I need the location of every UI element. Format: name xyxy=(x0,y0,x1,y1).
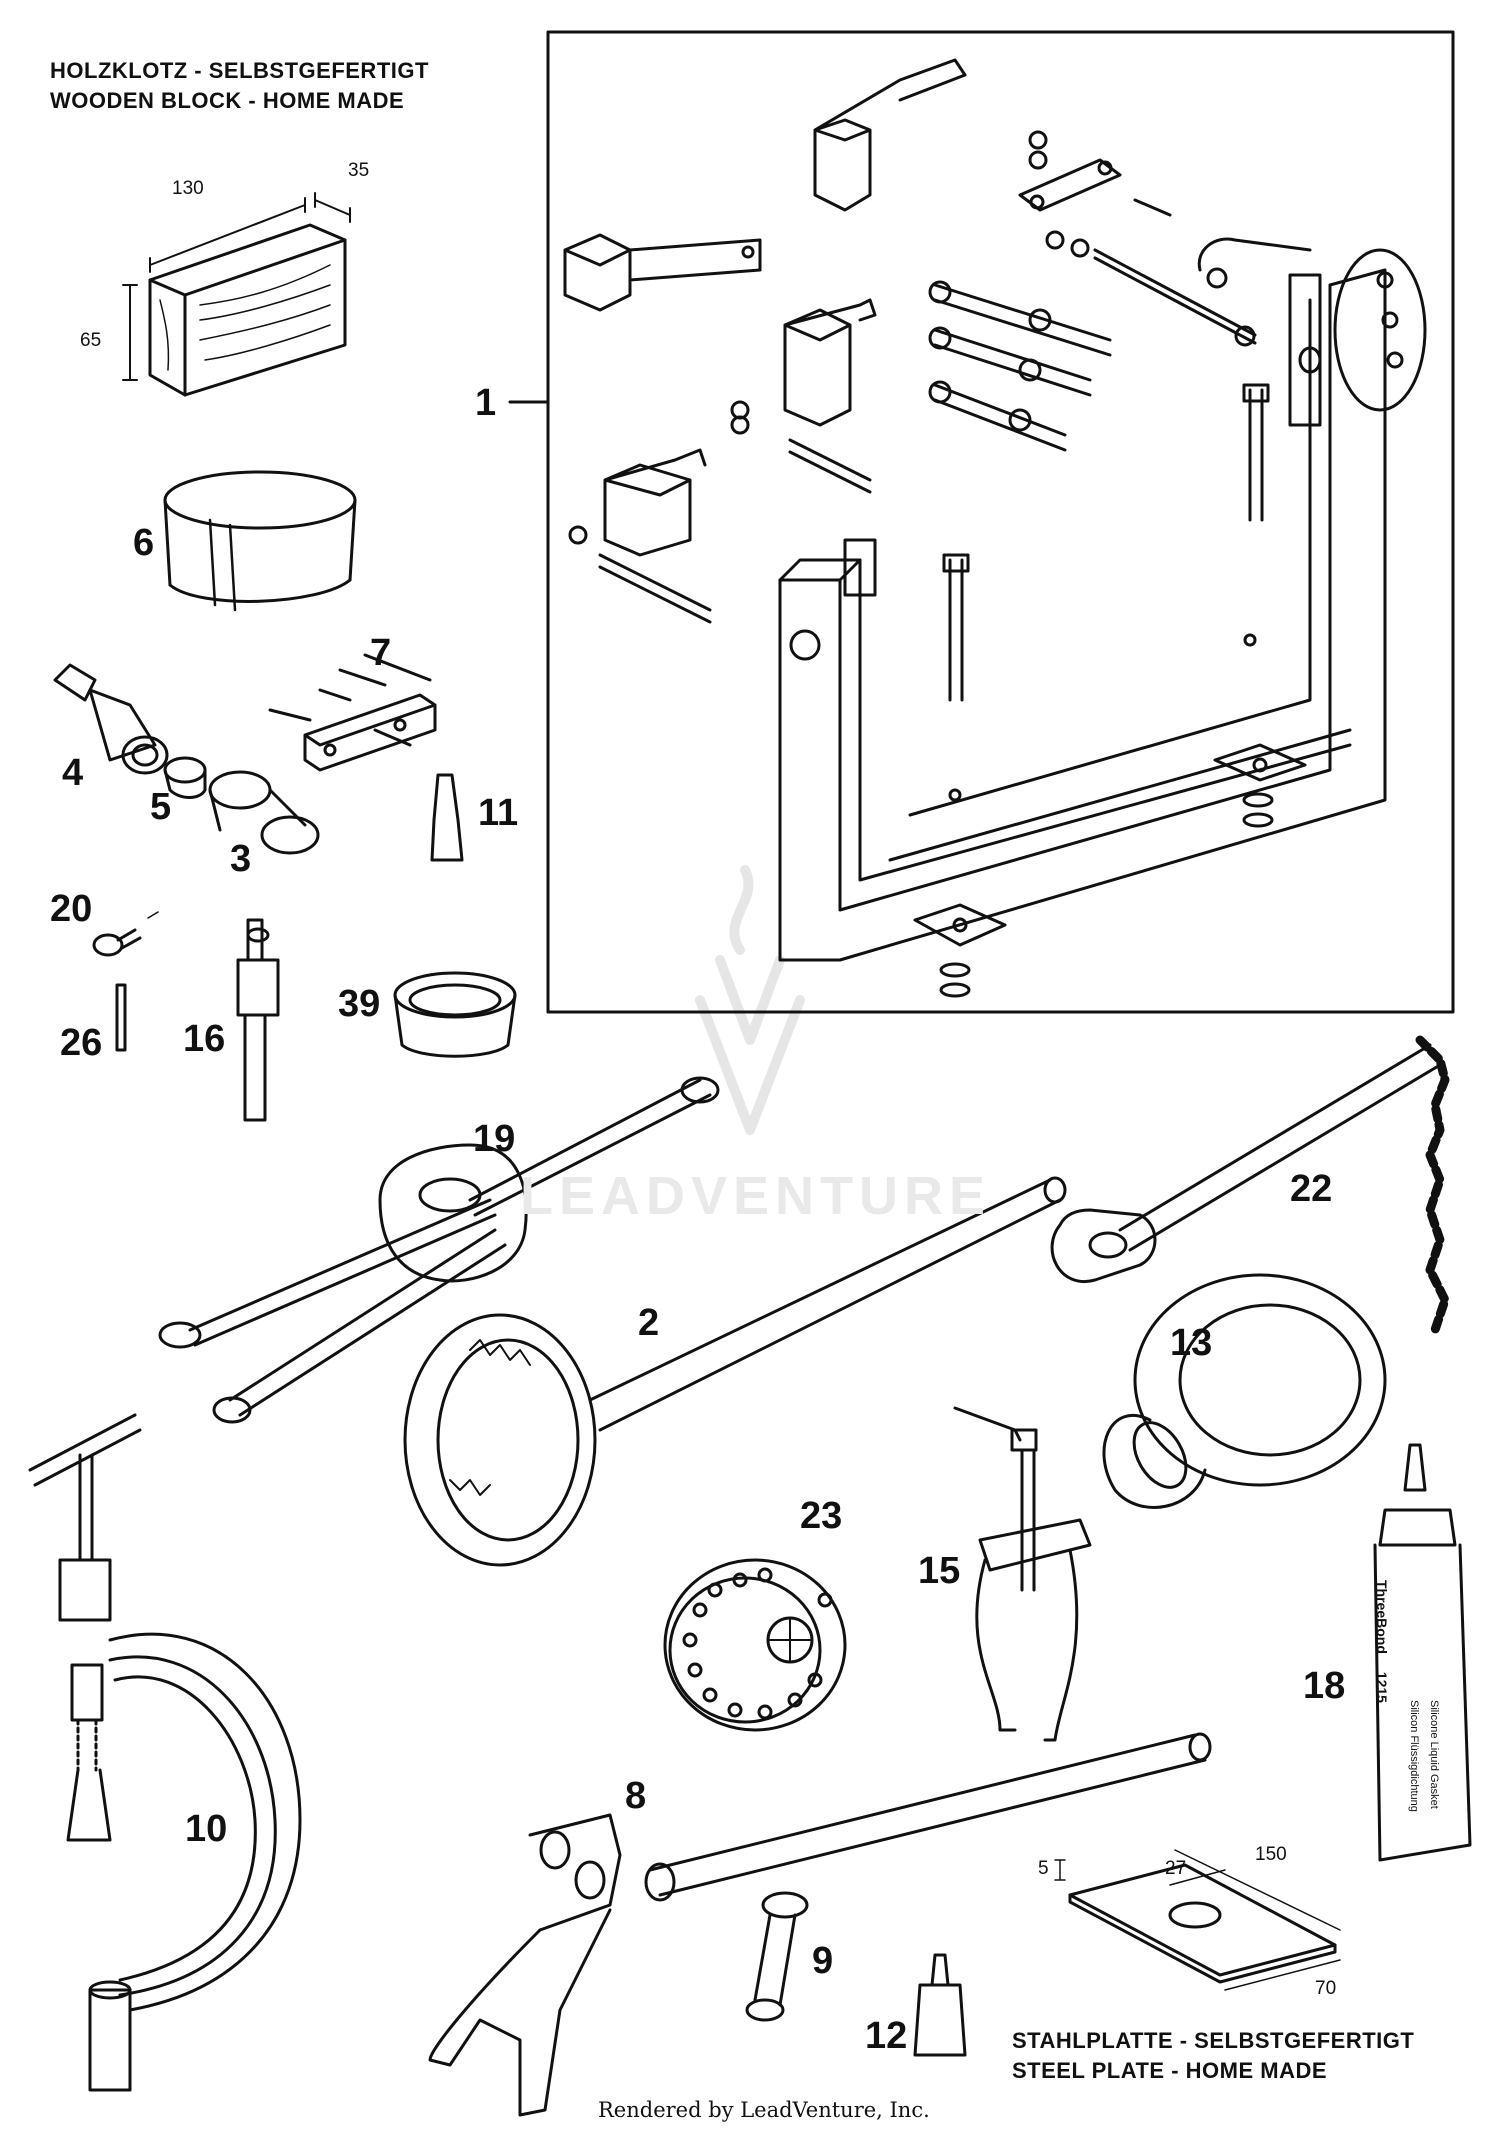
part-number-12: 12 xyxy=(865,2015,908,2057)
part-16-puller xyxy=(236,918,280,1122)
part-3-sleeve xyxy=(208,770,320,855)
part-number-7: 7 xyxy=(370,632,392,674)
part-number-20: 20 xyxy=(50,888,93,930)
part-4-tool xyxy=(53,663,169,775)
part-10-compressor xyxy=(28,1413,302,2092)
part-39-cup xyxy=(393,971,517,1058)
block-dim-height: 65 xyxy=(80,330,102,351)
part-number-8: 8 xyxy=(625,1775,647,1817)
part-12-bottle xyxy=(913,1953,967,2057)
part-number-11: 11 xyxy=(478,792,519,834)
part-number-19: 19 xyxy=(473,1118,516,1160)
wooden-block-title-en: WOODEN BLOCK - HOME MADE xyxy=(50,88,405,113)
part-number-22: 22 xyxy=(1290,1168,1333,1210)
part-1-frame xyxy=(546,30,1455,1014)
part-22-chain-holder xyxy=(1050,1035,1450,1335)
part-8-bracket xyxy=(428,1732,1212,2117)
part-23-flywheel xyxy=(663,1558,847,1732)
plate-dim-hole: 27 xyxy=(1165,1858,1187,1879)
part-1-engine-stand xyxy=(563,58,1427,998)
part-15-puller xyxy=(953,1406,1092,1742)
plate-dim-thickness: 5 xyxy=(1038,1858,1049,1879)
footer-credit: Rendered by LeadVenture, Inc. xyxy=(598,2098,930,2122)
part-number-10: 10 xyxy=(185,1808,228,1850)
tube-line-2: Silicon Flüssigdichtung xyxy=(1408,1700,1420,1812)
part-26-pin xyxy=(115,983,127,1052)
part-6-ring xyxy=(163,470,357,612)
part-7-puller xyxy=(268,653,437,772)
part-number-9: 9 xyxy=(812,1940,834,1982)
plate-dim-width: 70 xyxy=(1315,1978,1337,1999)
part-number-3: 3 xyxy=(230,838,252,880)
part-number-1: 1 xyxy=(475,382,497,424)
part-number-2: 2 xyxy=(638,1302,660,1344)
plate-dim-length: 150 xyxy=(1255,1844,1287,1865)
tube-code: 1215 xyxy=(1374,1671,1390,1703)
part-18-tube xyxy=(1373,1443,1472,1862)
part-number-4: 4 xyxy=(62,752,84,794)
part-number-15: 15 xyxy=(918,1550,961,1592)
part-number-13: 13 xyxy=(1170,1322,1213,1364)
part-13-holder xyxy=(1102,1273,1387,1509)
steel-plate xyxy=(1054,1849,1341,1991)
part-number-18: 18 xyxy=(1303,1665,1346,1707)
part-20-screw xyxy=(92,911,159,957)
part-number-39: 39 xyxy=(338,983,381,1025)
watermark-text: LEADVENTURE xyxy=(520,1166,992,1226)
part-19-holder xyxy=(158,1076,720,1424)
part-2-clutch-holder xyxy=(403,1176,1067,1567)
part-11-bottle xyxy=(430,773,464,862)
tube-brand: ThreeBond xyxy=(1374,1580,1390,1654)
tube-sublabel: Silicone Liquid Gasket xyxy=(1428,1700,1440,1809)
part-number-26: 26 xyxy=(60,1022,103,1064)
steel-plate-title-de: STAHLPLATTE - SELBSTGEFERTIGT xyxy=(1012,2028,1415,2053)
tube-sublabel-2: Silicon Flüssigdichtung xyxy=(1408,1700,1420,1812)
wooden-block-title-de: HOLZKLOTZ - SELBSTGEFERTIGT xyxy=(50,58,429,83)
tube-line-1: Silicone Liquid Gasket xyxy=(1428,1700,1440,1809)
wooden-block xyxy=(122,192,351,397)
part-5-sleeve xyxy=(163,756,207,799)
block-dim-length: 130 xyxy=(172,178,204,199)
steel-plate-title-en: STEEL PLATE - HOME MADE xyxy=(1012,2058,1328,2083)
part-number-23: 23 xyxy=(800,1495,843,1537)
part-9-clip xyxy=(745,1891,809,2022)
tube-label: ThreeBond 1215 xyxy=(1374,1580,1390,1703)
block-dim-depth: 35 xyxy=(348,160,370,181)
part-number-5: 5 xyxy=(150,786,172,828)
part-number-16: 16 xyxy=(183,1018,226,1060)
watermark-logo xyxy=(695,865,805,1135)
part-number-6: 6 xyxy=(133,522,155,564)
